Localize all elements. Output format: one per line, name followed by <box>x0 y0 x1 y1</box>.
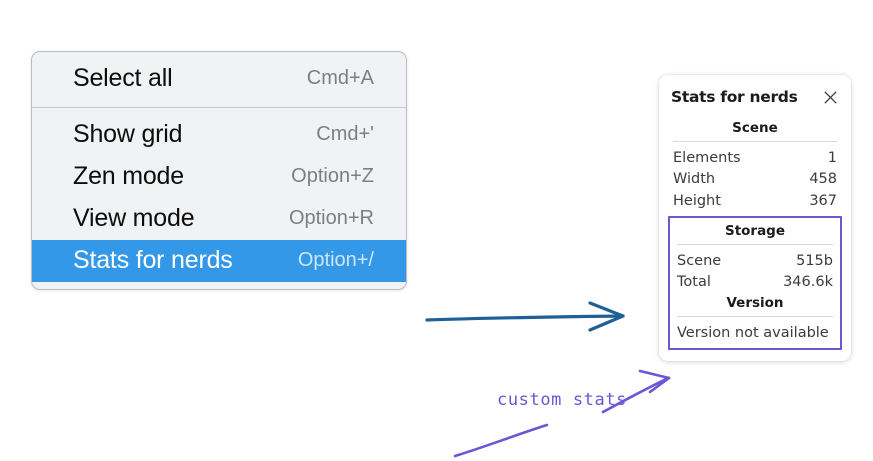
stats-row-key: Total <box>677 274 711 291</box>
stats-row-storage-scene: Scene 515b <box>675 250 835 272</box>
menu-item-label: Zen mode <box>73 162 184 190</box>
context-menu[interactable]: Select all Cmd+A Show grid Cmd+' Zen mod… <box>31 51 407 290</box>
stats-row-value: 1 <box>827 149 837 166</box>
stats-row-width: Width 458 <box>671 169 839 191</box>
context-menu-group-2: Show grid Cmd+' Zen mode Option+Z View m… <box>32 114 406 282</box>
version-not-available-text: Version not available <box>677 325 829 342</box>
stats-row-value: 515b <box>796 252 833 269</box>
menu-item-label: Show grid <box>73 120 183 148</box>
stats-row-key: Scene <box>677 252 722 269</box>
menu-item-shortcut: Option+R <box>288 207 374 229</box>
close-icon[interactable] <box>822 89 839 106</box>
menu-item-stats-for-nerds[interactable]: Stats for nerds Option+/ <box>32 240 406 282</box>
stats-row-value: 346.6k <box>783 274 833 291</box>
stats-panel-header: Stats for nerds <box>671 88 839 106</box>
section-divider <box>673 141 837 142</box>
stats-section-version: Version Version not available <box>675 293 835 343</box>
stats-row-key: Height <box>673 192 721 209</box>
stats-row-value: 458 <box>809 171 837 188</box>
menu-separator <box>32 107 406 108</box>
stats-section-scene: Scene Elements 1 Width 458 Height 367 <box>671 118 839 212</box>
section-divider <box>677 316 833 318</box>
menu-item-shortcut: Cmd+' <box>316 123 374 145</box>
stats-row-storage-total: Total 346.6k <box>675 272 835 294</box>
context-menu-group-1: Select all Cmd+A <box>32 58 406 100</box>
stats-section-heading-version: Version <box>726 295 784 312</box>
stats-row-value: 367 <box>809 192 837 209</box>
stats-row-key: Width <box>673 171 716 188</box>
menu-item-zen-mode[interactable]: Zen mode Option+Z <box>32 156 406 198</box>
stats-section-heading-storage: Storage <box>724 223 786 240</box>
stats-row-height: Height 367 <box>671 190 839 212</box>
purple-underline-stroke <box>453 423 549 458</box>
menu-item-label: Select all <box>73 64 173 92</box>
menu-item-show-grid[interactable]: Show grid Cmd+' <box>32 114 406 156</box>
stats-section-storage: Storage Scene 515b Total 346.6k <box>675 221 835 293</box>
menu-item-shortcut: Option+Z <box>291 165 374 187</box>
stats-row-key: Elements <box>673 149 741 166</box>
menu-item-shortcut: Cmd+A <box>306 67 374 89</box>
stats-section-heading-scene: Scene <box>732 120 778 136</box>
menu-item-select-all[interactable]: Select all Cmd+A <box>32 58 406 100</box>
section-divider <box>677 244 833 246</box>
stats-row-elements: Elements 1 <box>671 147 839 169</box>
menu-item-label: View mode <box>73 204 195 232</box>
menu-item-label: Stats for nerds <box>73 246 233 274</box>
stats-panel-title: Stats for nerds <box>671 88 798 106</box>
menu-item-shortcut: Option+/ <box>297 249 374 271</box>
stats-panel: Stats for nerds Scene Elements 1 Width 4… <box>659 75 851 362</box>
menu-item-view-mode[interactable]: View mode Option+R <box>32 198 406 240</box>
custom-stats-annotation-label: custom stats <box>497 390 628 410</box>
blue-arrow <box>425 301 625 332</box>
custom-stats-highlight-box: Storage Scene 515b Total 346.6k Version … <box>668 216 842 351</box>
